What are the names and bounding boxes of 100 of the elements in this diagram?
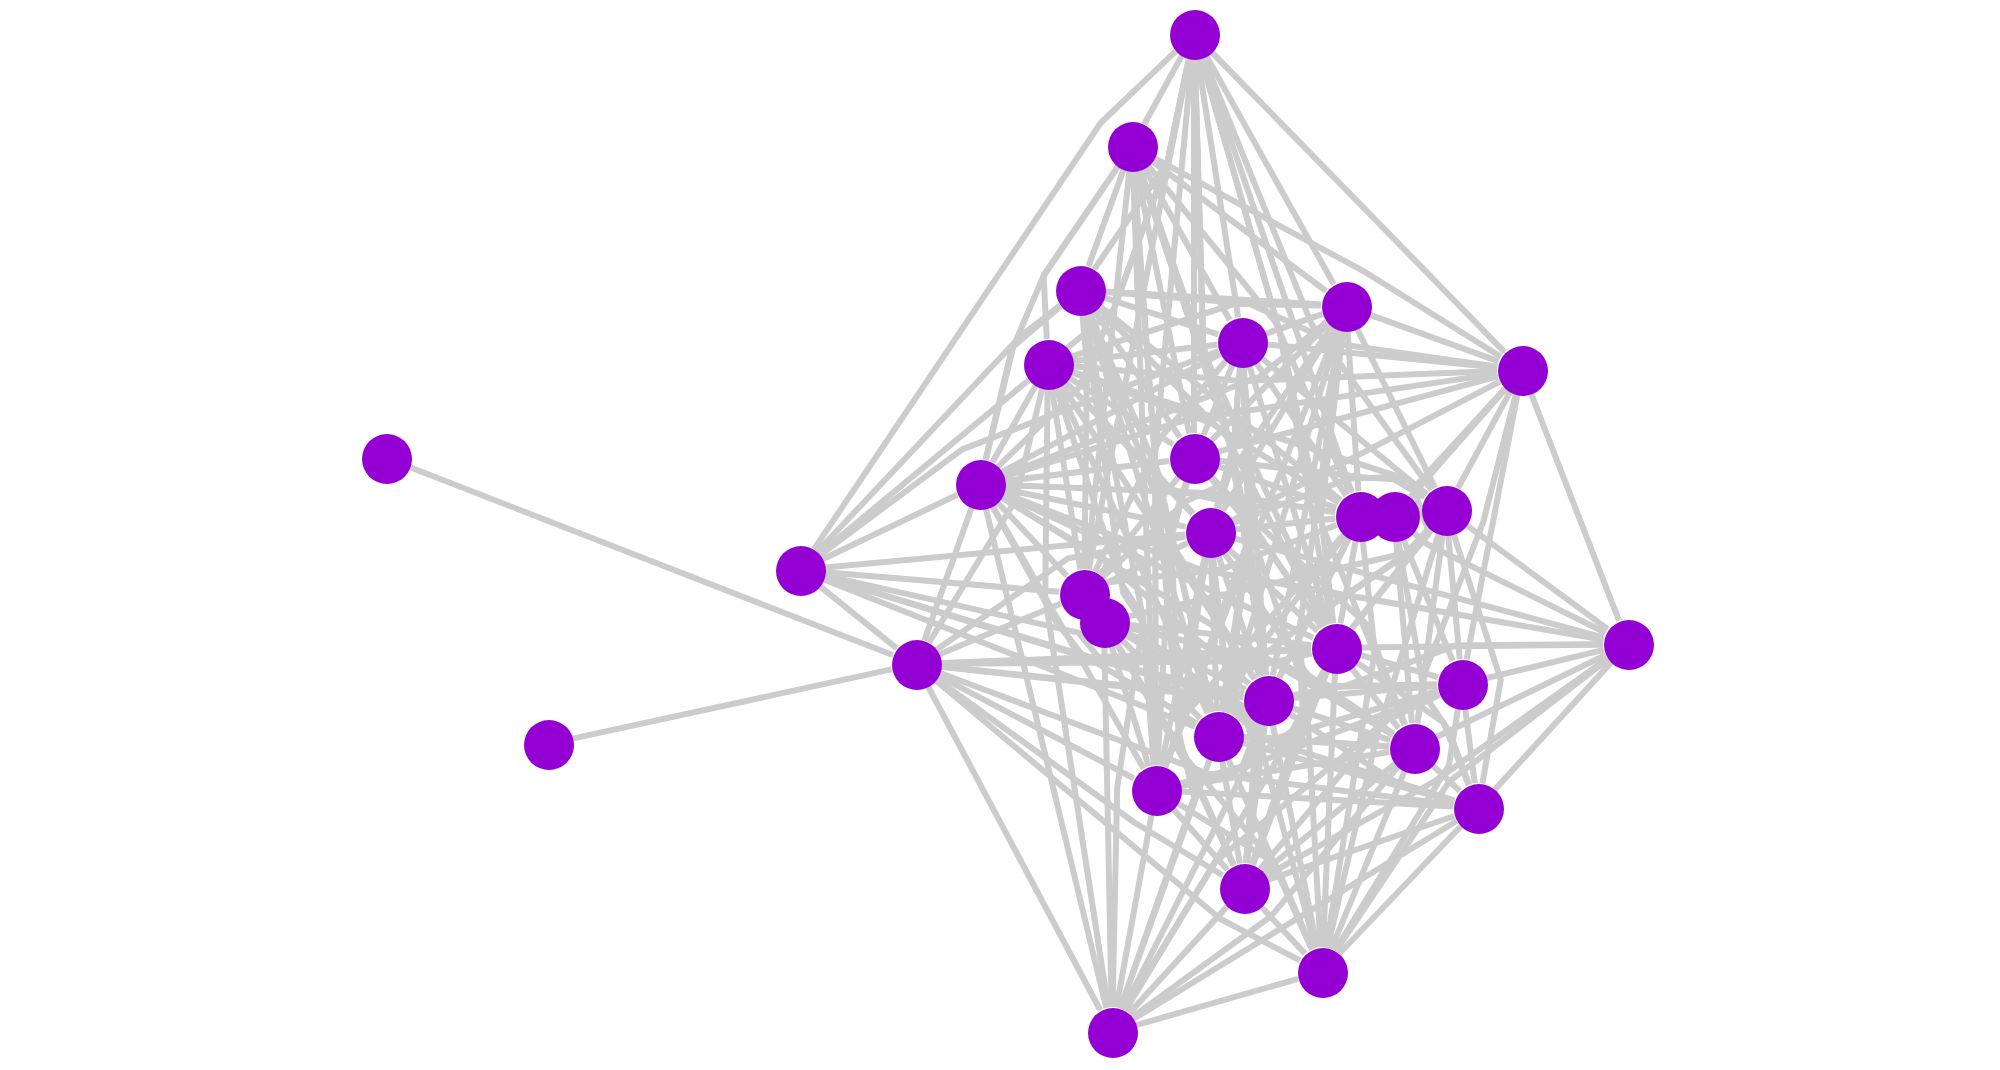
edge-line	[1250, 670, 1330, 866]
edge-line	[1492, 660, 1614, 792]
edge-line	[1200, 364, 1236, 436]
edge-line	[1126, 904, 1230, 1016]
edge-line	[1246, 364, 1332, 626]
edge-line	[989, 504, 1147, 770]
edge-line	[1233, 535, 1605, 641]
edge-line	[1485, 646, 1605, 682]
edge-line	[1240, 366, 1270, 676]
edge-line	[1359, 651, 1439, 681]
edge-line	[1100, 324, 1335, 580]
edge-line	[1141, 166, 1233, 322]
edge-line	[1320, 672, 1338, 948]
edge-line	[1208, 556, 1220, 712]
edge-line	[1141, 54, 1185, 126]
edge-line	[1055, 385, 1211, 715]
edge-line	[1225, 757, 1315, 951]
edge-line	[1368, 311, 1500, 365]
edge-line	[1004, 482, 1336, 516]
edge-line	[1463, 394, 1521, 660]
edge-line	[821, 492, 959, 562]
edge-line	[1241, 739, 1455, 805]
edge-line	[1332, 708, 1461, 953]
edge-line	[815, 303, 1063, 554]
edge-line	[1318, 330, 1346, 624]
edge-line	[1002, 490, 1604, 643]
edge-line	[921, 506, 975, 642]
edge-line	[1328, 770, 1408, 950]
edge-line	[1072, 341, 1218, 365]
edge-line	[1408, 386, 1508, 500]
edge-line	[1053, 386, 1157, 766]
edge-line	[1048, 388, 1084, 570]
edge-line	[1150, 158, 1328, 294]
edge-line	[1230, 378, 1502, 524]
edge-line	[1324, 533, 1442, 949]
edge-line	[1218, 457, 1429, 497]
edge-line	[1128, 621, 1312, 649]
edge-line	[1000, 351, 1222, 475]
edge-line	[824, 531, 1186, 571]
edge-line	[571, 666, 893, 742]
edge-line	[1292, 641, 1604, 699]
edge-line	[817, 583, 899, 651]
edge-line	[1145, 163, 1353, 495]
edge-line	[1175, 800, 1315, 951]
edge-line	[408, 464, 894, 658]
edge-line	[1430, 762, 1462, 794]
edge-line	[1411, 529, 1607, 636]
edge-line	[989, 384, 1039, 464]
edge-line	[1445, 534, 1463, 660]
edge-line	[1266, 813, 1456, 883]
edge-line	[1002, 370, 1498, 480]
edge-line	[1221, 550, 1396, 737]
edge-line	[1259, 355, 1429, 497]
edge-line	[1085, 168, 1127, 268]
edge-line	[1067, 375, 1175, 447]
edge-line	[1125, 630, 1247, 692]
edge-line	[1393, 540, 1415, 724]
edge-line	[925, 684, 1103, 1012]
edge-line	[1292, 683, 1438, 701]
edge-line	[982, 164, 1121, 461]
edge-line	[1095, 305, 1328, 628]
edge-line	[933, 677, 1302, 964]
edge-line	[1242, 688, 1439, 742]
edge-line	[1244, 724, 1268, 864]
edge-line	[1264, 311, 1324, 337]
edge-line	[1354, 659, 1472, 786]
edge-line	[1194, 58, 1242, 318]
edge-line	[1003, 486, 1187, 530]
edge-line	[818, 348, 1220, 558]
edge-line	[1258, 904, 1308, 956]
edge-line	[1070, 369, 1341, 506]
edge-line	[1135, 975, 1299, 1029]
edge-line	[1354, 327, 1438, 489]
edge-line	[822, 576, 1196, 730]
edge-line	[1102, 294, 1220, 338]
edge-line	[1108, 644, 1152, 768]
edge-line	[1450, 532, 1504, 784]
edge-line	[1220, 325, 1336, 513]
edge-line	[1079, 314, 1090, 570]
edge-line	[1226, 546, 1320, 634]
edge-line	[1242, 734, 1390, 750]
edge-line	[1114, 642, 1237, 867]
edge-line	[1290, 704, 1392, 744]
edge-line	[1152, 155, 1503, 360]
edge-line	[1162, 532, 1346, 768]
edge-line	[811, 49, 1178, 551]
edge-line	[1528, 392, 1622, 622]
edge-line	[1091, 308, 1183, 440]
edge-line	[1133, 170, 1193, 434]
edge-line	[982, 303, 1063, 461]
edge-line	[934, 533, 1186, 653]
edge-line	[1004, 458, 1170, 484]
edge-line	[1269, 724, 1321, 948]
edge-line	[1400, 538, 1456, 662]
edge-line	[1414, 534, 1446, 724]
edge-line	[1209, 49, 1507, 355]
edge-line	[1119, 637, 1203, 721]
edge-line	[1154, 480, 1190, 766]
edge-line	[1455, 390, 1513, 490]
edge-line	[1070, 300, 1322, 360]
